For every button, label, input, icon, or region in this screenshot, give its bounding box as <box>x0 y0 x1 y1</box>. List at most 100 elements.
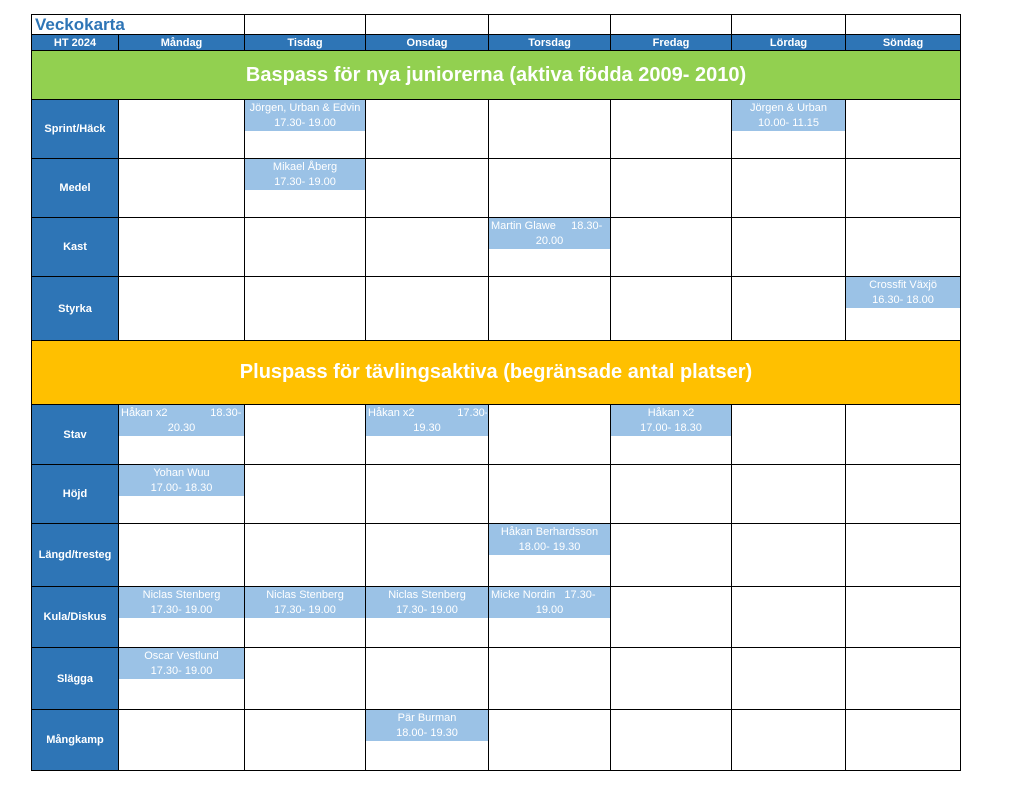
empty-cell[interactable] <box>731 404 847 465</box>
empty-cell[interactable] <box>244 217 367 277</box>
schedule-cell[interactable]: Håkan x2 18.30-20.30 <box>117 404 246 465</box>
empty-cell[interactable] <box>244 709 367 771</box>
sheet-title: Veckokarta <box>30 14 246 35</box>
session-time: 18.00- 19.30 <box>518 541 581 553</box>
empty-cell[interactable] <box>845 14 962 35</box>
empty-cell[interactable] <box>365 523 490 587</box>
empty-cell[interactable] <box>244 276 367 341</box>
empty-cell[interactable] <box>731 14 847 35</box>
empty-cell[interactable] <box>845 647 962 710</box>
empty-cell[interactable] <box>244 404 367 465</box>
empty-cell[interactable] <box>365 158 490 218</box>
empty-cell[interactable] <box>845 523 962 587</box>
empty-cell[interactable] <box>117 217 246 277</box>
session-coach: Håkan x2 17.30- <box>368 407 488 419</box>
empty-cell[interactable] <box>610 158 733 218</box>
empty-cell[interactable] <box>488 276 612 341</box>
day-header: Onsdag <box>365 34 490 51</box>
empty-cell[interactable] <box>365 647 490 710</box>
empty-cell[interactable] <box>610 276 733 341</box>
empty-cell[interactable] <box>117 709 246 771</box>
empty-cell[interactable] <box>610 464 733 524</box>
empty-cell[interactable] <box>731 276 847 341</box>
empty-cell[interactable] <box>488 404 612 465</box>
session-time: 17.00- 18.30 <box>640 422 702 434</box>
empty-cell[interactable] <box>610 709 733 771</box>
empty-cell[interactable] <box>488 647 612 710</box>
empty-cell[interactable] <box>845 158 962 218</box>
empty-cell[interactable] <box>488 464 612 524</box>
empty-cell[interactable] <box>488 99 612 159</box>
empty-cell[interactable] <box>365 14 490 35</box>
activity-label: Medel <box>31 158 119 218</box>
empty-cell[interactable] <box>731 464 847 524</box>
empty-cell[interactable] <box>610 647 733 710</box>
empty-cell[interactable] <box>610 523 733 587</box>
empty-cell[interactable] <box>845 217 962 277</box>
weekly-schedule-table: Veckokarta HT 2024 Måndag Tisdag Onsdag … <box>30 14 962 771</box>
session-time: 17.30- 19.00 <box>150 604 213 616</box>
activity-label: Styrka <box>31 276 119 341</box>
empty-cell[interactable] <box>845 709 962 771</box>
empty-cell[interactable] <box>845 404 962 465</box>
day-header: Tisdag <box>244 34 367 51</box>
schedule-cell[interactable]: Martin Glawe 18.30-20.00 <box>488 217 612 277</box>
activity-label: Höjd <box>31 464 119 524</box>
empty-cell[interactable] <box>731 647 847 710</box>
empty-cell[interactable] <box>610 14 733 35</box>
empty-cell[interactable] <box>244 464 367 524</box>
section-row: Pluspass för tävlingsaktiva (begränsade … <box>30 340 962 405</box>
schedule-cell[interactable]: Micke Nordin 17.30-19.00 <box>488 586 612 648</box>
session-coach: Pär Burman <box>397 712 457 724</box>
empty-cell[interactable] <box>610 99 733 159</box>
empty-cell[interactable] <box>488 709 612 771</box>
empty-cell[interactable] <box>610 586 733 648</box>
empty-cell[interactable] <box>731 523 847 587</box>
empty-cell[interactable] <box>488 158 612 218</box>
empty-cell[interactable] <box>117 523 246 587</box>
empty-cell[interactable] <box>244 14 367 35</box>
empty-cell[interactable] <box>244 647 367 710</box>
empty-cell[interactable] <box>731 217 847 277</box>
empty-cell[interactable] <box>731 709 847 771</box>
schedule-cell[interactable]: Håkan x2 17.30-19.30 <box>365 404 490 465</box>
empty-cell[interactable] <box>365 99 490 159</box>
schedule-body: Veckokarta HT 2024 Måndag Tisdag Onsdag … <box>30 14 962 771</box>
empty-cell[interactable] <box>365 464 490 524</box>
empty-cell[interactable] <box>845 99 962 159</box>
empty-cell[interactable] <box>365 217 490 277</box>
empty-cell[interactable] <box>610 217 733 277</box>
session-time: 17.00- 18.30 <box>150 482 213 494</box>
session-coach: Crossfit Växjö <box>869 279 937 291</box>
empty-cell[interactable] <box>117 276 246 341</box>
empty-cell[interactable] <box>117 158 246 218</box>
empty-cell[interactable] <box>117 99 246 159</box>
empty-cell[interactable] <box>731 158 847 218</box>
empty-cell[interactable] <box>845 464 962 524</box>
session-time: 19.00 <box>535 604 564 616</box>
empty-cell[interactable] <box>845 586 962 648</box>
activity-label: Kast <box>31 217 119 277</box>
empty-cell[interactable] <box>244 523 367 587</box>
empty-cell[interactable] <box>731 586 847 648</box>
empty-cell[interactable] <box>365 276 490 341</box>
empty-cell[interactable] <box>488 14 612 35</box>
